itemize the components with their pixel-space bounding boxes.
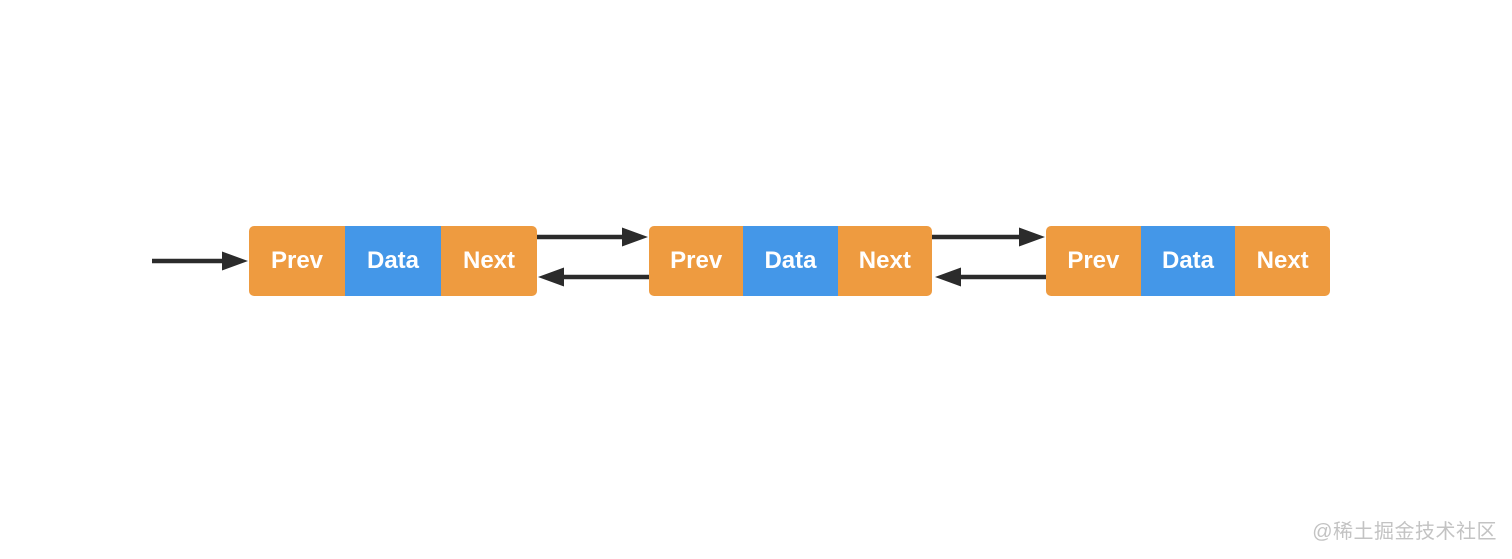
prev-label: Prev xyxy=(1067,247,1120,274)
list-node-2: Prev Data Next xyxy=(649,226,932,296)
next-arrow-icon-1-2 xyxy=(537,227,648,247)
next-arrow-icon-2-3 xyxy=(932,227,1045,247)
prev-label: Prev xyxy=(270,247,324,274)
prev-cell: Prev xyxy=(649,226,744,296)
list-node-1: Prev Data Next xyxy=(249,226,537,296)
watermark: @稀土掘金技术社区 xyxy=(1312,521,1497,543)
next-cell: Next xyxy=(441,226,537,296)
head-arrow-icon xyxy=(152,251,248,271)
data-label: Data xyxy=(764,247,817,274)
data-label: Data xyxy=(1161,247,1215,274)
list-node-3: Prev Data Next xyxy=(1046,226,1330,296)
data-label: Data xyxy=(366,247,420,274)
prev-cell: Prev xyxy=(249,226,345,296)
next-label: Next xyxy=(858,247,911,274)
prev-arrow-icon-2-1 xyxy=(538,267,649,287)
next-label: Next xyxy=(462,247,516,274)
data-cell: Data xyxy=(1140,226,1236,296)
data-cell: Data xyxy=(743,226,838,296)
prev-arrow-icon-3-2 xyxy=(935,267,1046,287)
next-cell: Next xyxy=(1235,226,1330,296)
next-label: Next xyxy=(1256,247,1309,274)
next-cell: Next xyxy=(837,226,932,296)
prev-label: Prev xyxy=(670,247,723,274)
prev-cell: Prev xyxy=(1046,226,1141,296)
data-cell: Data xyxy=(345,226,441,296)
